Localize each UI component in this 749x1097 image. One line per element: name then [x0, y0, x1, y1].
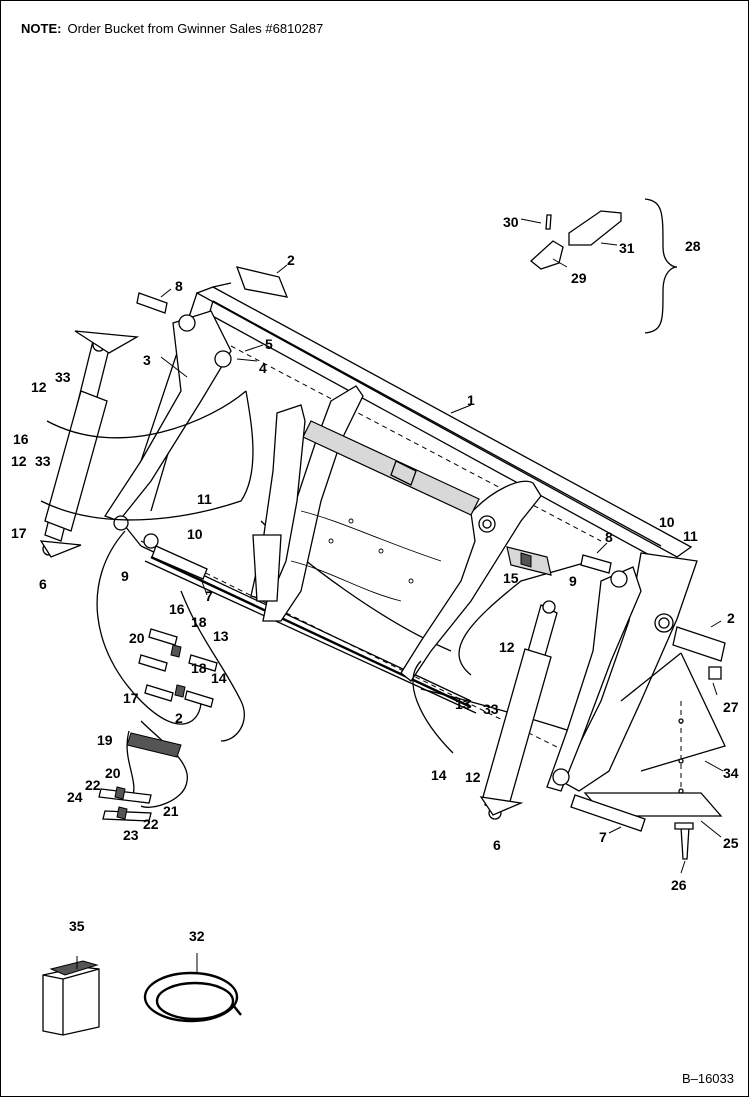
left-arm-assembly: [39, 266, 289, 580]
callout-29: 29: [571, 270, 587, 286]
callout-2-top: 2: [287, 252, 295, 268]
callout-14-b: 14: [431, 767, 447, 783]
note-label: NOTE:: [21, 21, 62, 36]
callout-32: 32: [189, 928, 205, 944]
callout-2-right: 2: [727, 610, 735, 626]
callout-20-b: 20: [105, 765, 121, 781]
callout-13-a: 13: [213, 628, 229, 644]
item-35-box: [42, 960, 100, 1036]
callout-16-a: 16: [13, 431, 29, 447]
callout-10-left: 10: [187, 526, 203, 542]
callout-22-a: 22: [85, 777, 101, 793]
callout-33-c: 33: [483, 701, 499, 717]
callout-2-hose: 2: [175, 710, 183, 726]
callout-12-a: 12: [31, 379, 47, 395]
note-text: Order Bucket from Gwinner Sales #6810287: [67, 21, 324, 36]
callout-34: 34: [723, 765, 739, 781]
figure-id: B–16033: [681, 1071, 734, 1086]
right-arm-assembly: [412, 546, 726, 860]
callout-25: 25: [723, 835, 739, 851]
callout-35: 35: [69, 918, 85, 934]
callout-8-left: 8: [175, 278, 183, 294]
callout-18-b: 18: [191, 660, 207, 676]
callout-23: 23: [123, 827, 139, 843]
callout-18-a: 18: [191, 614, 207, 630]
callout-22-b: 22: [143, 816, 159, 832]
callout-19: 19: [97, 732, 113, 748]
callout-27: 27: [723, 699, 739, 715]
callout-31: 31: [619, 240, 635, 256]
callout-12-c: 12: [499, 639, 515, 655]
callout-6-left: 6: [39, 576, 47, 592]
callout-3: 3: [143, 352, 151, 368]
callout-30: 30: [503, 214, 519, 230]
callout-4: 4: [259, 360, 267, 376]
callout-10-right: 10: [659, 514, 675, 530]
leader-lines: [76, 218, 724, 973]
callout-28: 28: [685, 238, 701, 254]
callout-17-a: 17: [11, 525, 27, 541]
callout-24: 24: [67, 789, 83, 805]
callout-20-a: 20: [129, 630, 145, 646]
callout-15: 15: [503, 570, 519, 586]
callout-11-left: 11: [197, 491, 212, 507]
callout-7-left: 7: [205, 588, 213, 604]
callout-11-right: 11: [683, 528, 698, 544]
tooth-kit: [529, 198, 678, 334]
callout-26: 26: [671, 877, 687, 893]
callout-12-d: 12: [465, 769, 481, 785]
callout-6-right: 6: [493, 837, 501, 853]
callout-labels: 1 2 2 2 3 4 5 6 6 7 7 8 8 9 9 10 10 11 1…: [11, 214, 739, 944]
callout-8-right: 8: [605, 529, 613, 545]
callout-14-a: 14: [211, 670, 227, 686]
hose-bundle: [96, 530, 245, 822]
callout-9-right: 9: [569, 573, 577, 589]
callout-17-b: 17: [123, 690, 139, 706]
callout-33-b: 33: [35, 453, 51, 469]
callout-13-b: 13: [455, 696, 471, 712]
callout-16-b: 16: [169, 601, 185, 617]
callout-5: 5: [265, 336, 273, 352]
item-32-coil: [143, 971, 242, 1023]
callout-21: 21: [163, 803, 179, 819]
callout-7-right: 7: [599, 829, 607, 845]
order-note: NOTE: Order Bucket from Gwinner Sales #68…: [21, 21, 323, 36]
callout-9-left: 9: [121, 568, 129, 584]
callout-12-b: 12: [11, 453, 27, 469]
mount-frame: [250, 385, 542, 682]
callout-33-a: 33: [55, 369, 71, 385]
callout-1: 1: [467, 392, 475, 408]
